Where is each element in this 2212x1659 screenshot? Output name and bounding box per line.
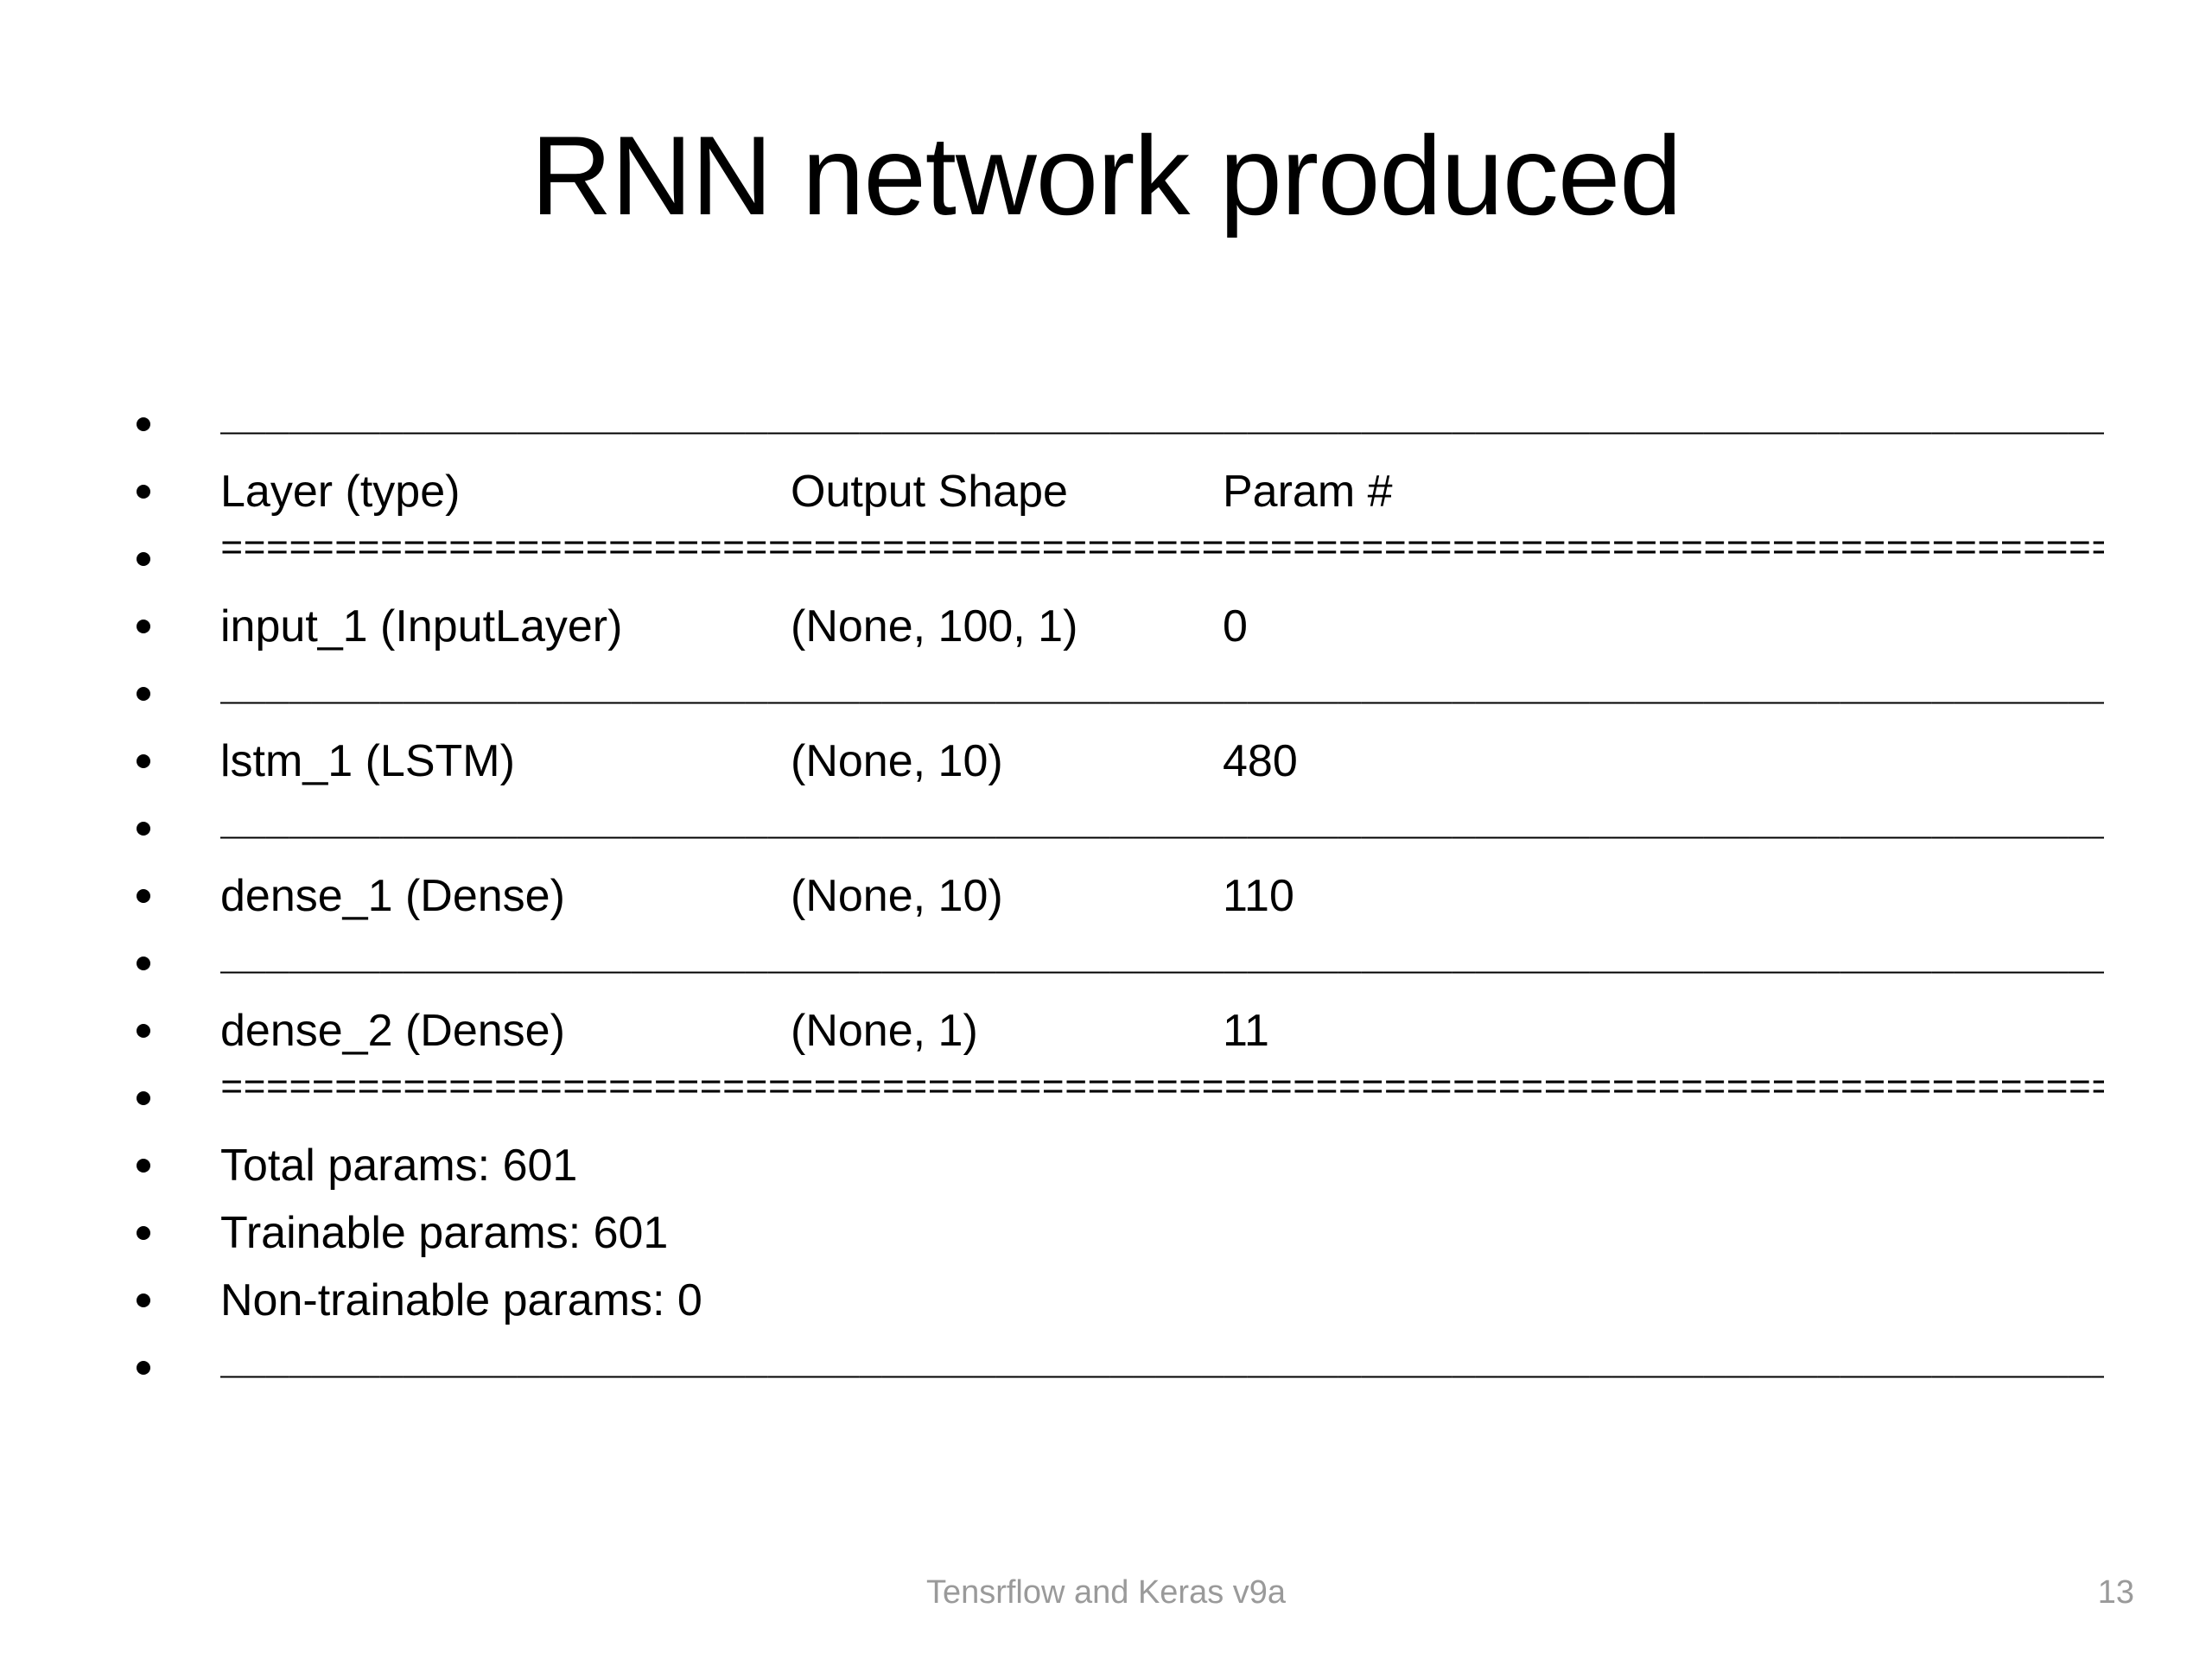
separator-underscore: ________________________________________… [220,1345,2104,1383]
table-header-row: Layer (type) Output Shape Param # [220,469,2104,514]
bullet-icon [137,417,150,431]
column-header-param: Param # [1223,467,1393,517]
layer-row-dense-1: dense_1 (Dense) (None, 10) 110 [220,874,2104,918]
list-item: ________________________________________… [130,1334,2117,1402]
layer-param: 11 [1223,1006,1269,1056]
table-row: dense_2 (Dense) (None, 1) 11 [130,997,2117,1065]
layer-name: dense_1 (Dense) [220,871,565,921]
list-item: Layer (type) Output Shape Param # [130,458,2117,525]
layer-name: input_1 (InputLayer) [220,601,623,652]
bullet-icon [137,1024,150,1038]
bullet-icon [137,1091,150,1105]
column-header-shape: Output Shape [791,467,1068,517]
layer-name: dense_2 (Dense) [220,1006,565,1056]
separator-equals: ========================================… [220,531,2104,569]
layer-name: lstm_1 (LSTM) [220,736,515,786]
layer-shape: (None, 10) [791,871,1003,921]
list-item: ========================================… [130,1065,2117,1132]
list-item: ________________________________________… [130,930,2117,997]
layer-param: 110 [1223,871,1294,921]
list-item: ========================================… [130,525,2117,593]
separator-underscore: ________________________________________… [220,806,2104,844]
layer-shape: (None, 10) [791,736,1003,786]
footer-text: Tensrflow and Keras v9a [925,1574,1287,1611]
bullet-icon [137,1226,150,1240]
separator-underscore: ________________________________________… [220,402,2104,440]
bullet-icon [137,1159,150,1173]
bullet-icon [137,552,150,566]
bullet-icon [137,620,150,633]
layer-row-input-1: input_1 (InputLayer) (None, 100, 1) 0 [220,604,2104,649]
list-item: Trainable params: 601 [130,1199,2117,1267]
list-item: ________________________________________… [130,795,2117,862]
layer-param: 480 [1223,736,1298,786]
list-item: ________________________________________… [130,391,2117,458]
bullet-icon [137,754,150,768]
list-item: Non-trainable params: 0 [130,1267,2117,1334]
non-trainable-params-text: Non-trainable params: 0 [220,1275,702,1325]
list-item: Total params: 601 [130,1132,2117,1199]
layer-shape: (None, 1) [791,1006,978,1056]
layer-param: 0 [1223,601,1248,652]
separator-equals: ========================================… [220,1071,2104,1109]
page-title: RNN network produced [531,112,1681,238]
bullet-icon [137,957,150,970]
trainable-params-text: Trainable params: 601 [220,1208,669,1258]
model-summary-list: ________________________________________… [130,391,2117,1402]
bullet-icon [137,485,150,499]
column-header-layer: Layer (type) [220,467,461,517]
bullet-icon [137,889,150,903]
layer-shape: (None, 100, 1) [791,601,1078,652]
bullet-icon [137,822,150,836]
bullet-icon [137,687,150,701]
separator-underscore: ________________________________________… [220,671,2104,709]
bullet-icon [137,1294,150,1307]
list-item: ________________________________________… [130,660,2117,728]
page-number: 13 [2097,1574,2134,1611]
bullet-icon [137,1361,150,1375]
total-params-text: Total params: 601 [220,1141,578,1191]
layer-row-lstm-1: lstm_1 (LSTM) (None, 10) 480 [220,739,2104,784]
table-row: lstm_1 (LSTM) (None, 10) 480 [130,728,2117,795]
layer-row-dense-2: dense_2 (Dense) (None, 1) 11 [220,1008,2104,1053]
table-row: input_1 (InputLayer) (None, 100, 1) 0 [130,593,2117,660]
separator-underscore: ________________________________________… [220,941,2104,979]
table-row: dense_1 (Dense) (None, 10) 110 [130,862,2117,930]
